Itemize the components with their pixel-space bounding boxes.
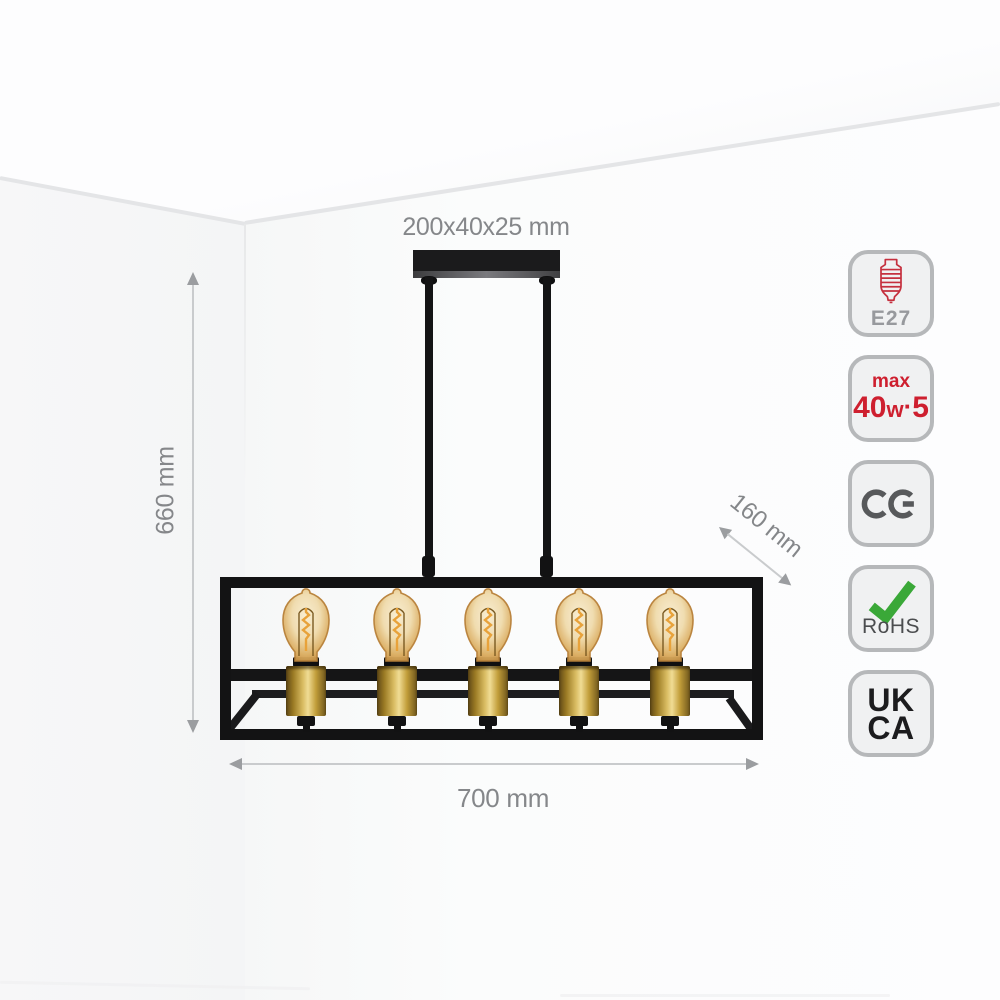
arrow-right-icon: [746, 758, 759, 770]
separator-dot: ·: [903, 390, 913, 421]
filament-coil: [301, 608, 311, 651]
bulb-collar: [566, 657, 592, 667]
badge-e27: E27: [848, 250, 934, 337]
socket-cap: [570, 716, 588, 726]
badge-ukca: UK CA: [848, 670, 934, 757]
canopy-dimension-label: 200x40x25 mm: [402, 213, 570, 241]
max-label: max: [871, 370, 911, 392]
certification-badges: E27 max 40w·5 RoHS UK CA: [848, 250, 934, 757]
filament-coil: [574, 608, 584, 651]
cage-frame: [220, 577, 763, 740]
e27-lamp-base-icon: [880, 258, 902, 304]
rohs-label: RoHS: [861, 615, 921, 638]
filament-coil: [483, 608, 493, 651]
edison-bulb: [555, 588, 603, 662]
socket-cap: [661, 716, 679, 726]
socket-stem: [666, 726, 674, 732]
arrow-up-icon: [187, 272, 199, 285]
arrow-down-icon: [187, 720, 199, 733]
edison-bulb: [282, 588, 330, 662]
suspension-rod-right: [543, 277, 551, 577]
bulb-collar: [384, 657, 410, 667]
socket-stem: [393, 726, 401, 732]
badge-ce: [848, 460, 934, 547]
wattage-value: 40w·5: [853, 390, 929, 426]
bulb-collar: [293, 657, 319, 667]
badge-max-wattage: max 40w·5: [848, 355, 934, 442]
width-dimension-label: 700 mm: [456, 783, 550, 813]
bulb-collar: [475, 657, 501, 667]
socket-cap: [297, 716, 315, 726]
watt-unit: w: [886, 396, 904, 422]
filament-coil: [665, 608, 675, 651]
bulb-collar: [657, 657, 683, 667]
edison-bulb: [464, 588, 512, 662]
ceiling-canopy-edge: [413, 271, 560, 278]
suspension-rod-left: [425, 277, 433, 577]
socket-cap: [479, 716, 497, 726]
floor-edge-hint-right: [560, 994, 890, 997]
brass-socket: [286, 666, 326, 716]
green-checkmark-icon: [868, 580, 916, 624]
socket-stem: [484, 726, 492, 732]
brass-socket: [559, 666, 599, 716]
ukca-line1: UK: [867, 681, 915, 718]
width-dimension-line: [242, 763, 746, 765]
ce-mark-icon: [861, 488, 914, 519]
brass-socket: [650, 666, 690, 716]
arrow-left-icon: [229, 758, 242, 770]
brass-socket: [377, 666, 417, 716]
wall-corner-line: [244, 224, 246, 484]
socket-stem: [302, 726, 310, 732]
bulb-glass: [373, 588, 421, 662]
watts: 40: [853, 390, 887, 424]
rod-coupler: [422, 556, 435, 577]
bulb-glass: [555, 588, 603, 662]
room-left-wall: [0, 178, 245, 1000]
ceiling-canopy-plate: [413, 250, 560, 271]
edison-bulb: [646, 588, 694, 662]
height-dimension-label: 660 mm: [151, 446, 180, 535]
edison-bulb: [373, 588, 421, 662]
bulb-glass: [646, 588, 694, 662]
ukca-line2: CA: [867, 709, 915, 746]
socket-cap: [388, 716, 406, 726]
height-dimension-line: [192, 284, 194, 722]
socket-stem: [575, 726, 583, 732]
badge-rohs: RoHS: [848, 565, 934, 652]
bulb-glass: [282, 588, 330, 662]
rod-coupler: [540, 556, 553, 577]
bulb-glass: [464, 588, 512, 662]
brass-socket: [468, 666, 508, 716]
e27-label: E27: [870, 307, 912, 330]
filament-coil: [392, 608, 402, 651]
bulb-count-value: 5: [912, 390, 929, 424]
